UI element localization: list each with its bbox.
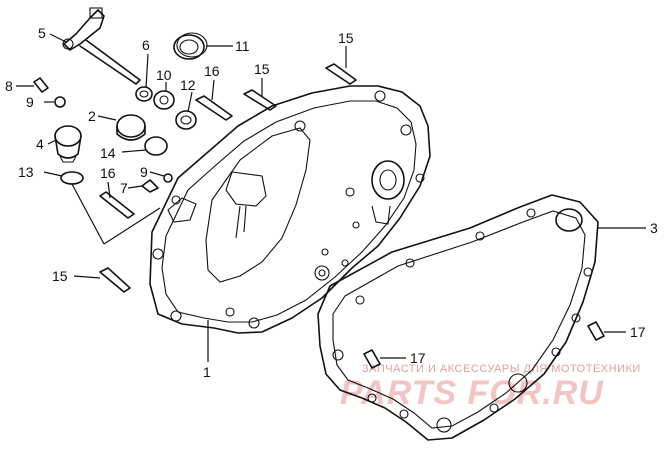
callout-12: 12	[180, 77, 196, 93]
washer-part-9-second	[163, 173, 173, 183]
callout-16-upper: 16	[204, 63, 220, 79]
callout-2: 2	[88, 108, 96, 124]
oil-seal-part-11	[173, 32, 208, 60]
callout-15-left: 15	[52, 268, 68, 284]
callout-13: 13	[18, 164, 34, 180]
callout-6: 6	[142, 37, 150, 53]
callout-9-upper: 9	[26, 94, 34, 110]
lever-part-5	[62, 7, 141, 85]
washer-part-6	[135, 86, 153, 102]
bolt-part-16-upper	[195, 95, 233, 121]
cap-part-2	[116, 114, 146, 141]
callout-1: 1	[203, 364, 211, 380]
leader-lines	[16, 33, 646, 362]
callout-3: 3	[650, 220, 658, 236]
callout-10: 10	[156, 67, 172, 83]
callout-15-top: 15	[338, 30, 354, 46]
callout-7: 7	[120, 180, 128, 196]
callout-labels: 5 6 10 11 16 15 15 12 8 9 2 4 14 13 16 7…	[5, 25, 658, 380]
bolt-part-8	[33, 77, 49, 93]
gasket-part-3	[317, 194, 599, 441]
filler-cap-part-4	[54, 125, 82, 163]
callout-17-right: 17	[630, 324, 646, 340]
callout-17-center: 17	[410, 350, 426, 366]
callout-11: 11	[235, 38, 250, 54]
o-ring-part-14	[144, 136, 168, 156]
callout-9-lower: 9	[140, 164, 148, 180]
washer-part-9	[54, 96, 66, 108]
callout-8: 8	[5, 78, 13, 94]
bolt-part-15-left	[99, 267, 131, 293]
bolt-part-7	[141, 179, 159, 193]
bolt-part-15-top	[325, 63, 357, 85]
callout-4: 4	[36, 136, 44, 152]
callout-15-mid: 15	[254, 61, 270, 77]
bolt-part-15-mid	[243, 89, 277, 111]
callout-5: 5	[38, 25, 46, 41]
seal-part-12	[175, 110, 197, 130]
washer-part-10	[153, 90, 175, 110]
o-ring-part-13	[60, 171, 84, 185]
callout-14: 14	[100, 145, 116, 161]
watermark: ЗАПЧАСТИ И АКСЕССУАРЫ ДЛЯ МОТОТЕХНИКИ PA…	[340, 363, 641, 412]
watermark-brand: PARTS FOR.RU	[340, 374, 604, 412]
bolt-part-16-lower	[99, 191, 135, 219]
dowel-pin-part-17-right	[587, 321, 605, 341]
callout-16-lower: 16	[100, 165, 116, 181]
dowel-pin-part-17-center	[363, 349, 381, 369]
crankcase-cover-part-1	[149, 85, 431, 334]
watermark-subtitle: ЗАПЧАСТИ И АКСЕССУАРЫ ДЛЯ МОТОТЕХНИКИ	[362, 363, 641, 375]
